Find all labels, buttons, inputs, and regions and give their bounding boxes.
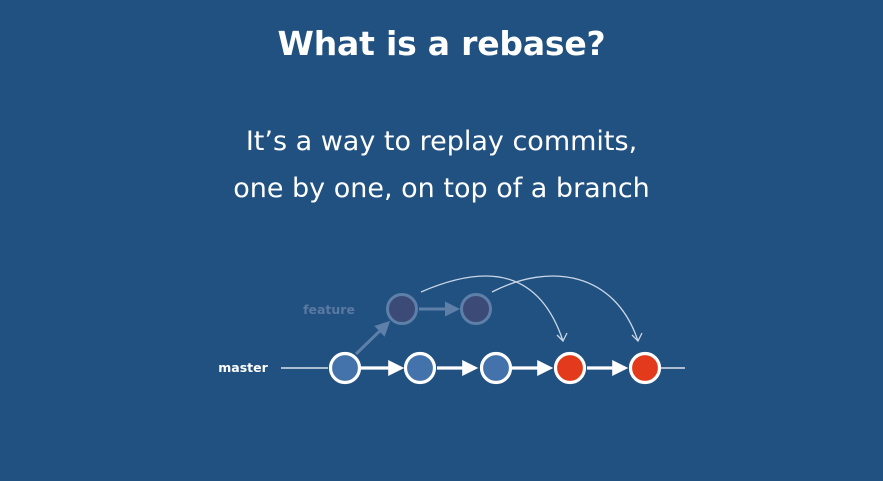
rebased-commit-1 [553,351,587,385]
replay-curve-arrow [491,275,639,342]
replay-arrowhead [556,332,568,343]
replay-arrowhead [631,332,643,343]
slide-subtitle-line-1: It’s a way to replay commits, [245,126,638,157]
master-commit-3 [479,351,513,385]
feature-branch-arrow [354,320,391,356]
old-feature-commit-2 [460,293,492,325]
slide-subtitle-line-2: one by one, on top of a branch [233,173,650,204]
master-commit-2 [403,351,437,385]
slide-title: What is a rebase? [277,24,606,63]
feature-label: feature [303,302,355,317]
replay-curve-arrow [420,275,564,342]
master-label: master [218,360,268,375]
master-commit-1 [328,351,362,385]
old-feature-commit-1 [386,293,418,325]
rebased-commit-2 [628,351,662,385]
